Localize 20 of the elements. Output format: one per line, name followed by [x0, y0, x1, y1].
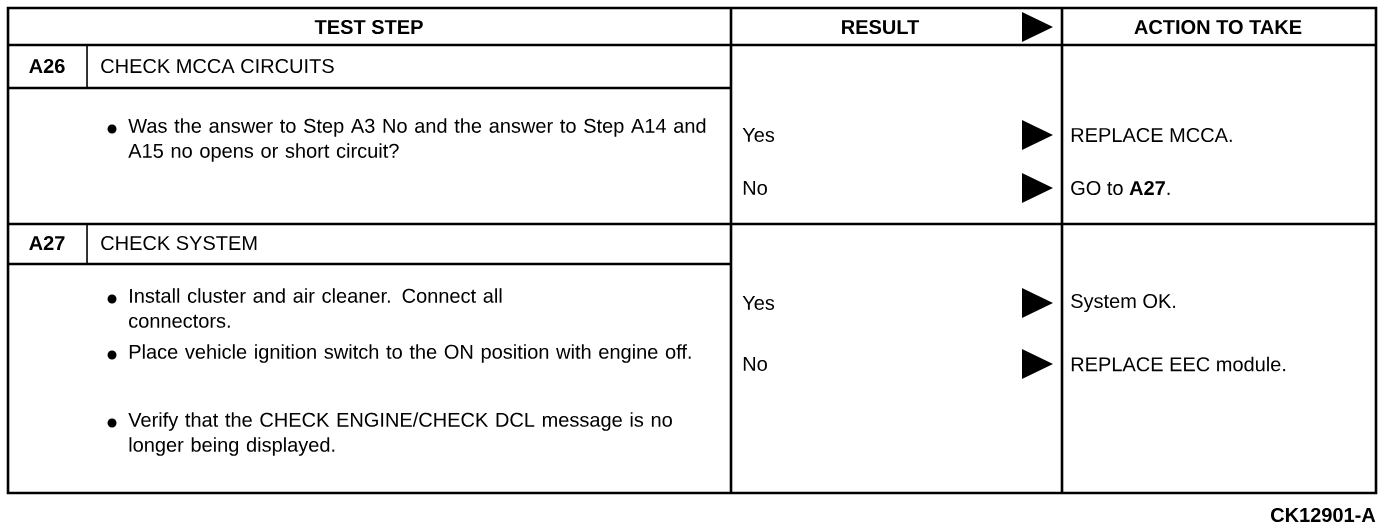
instruction-text: Install cluster and air cleaner. Connect all connectors.: [129, 288, 502, 328]
result-text: No: [743, 181, 767, 195]
instruction-text: Was the answer to Step A3 No and the answer to Step A14 and A15 no opens or short circuit?: [128, 118, 706, 162]
column-header: TEST STEP: [314, 19, 423, 35]
step-number: A27: [29, 236, 65, 250]
result-text: No: [743, 357, 767, 371]
step-title: CHECK MCCA CIRCUITS: [101, 58, 334, 74]
action-text: GO to A27.: [1071, 180, 1170, 196]
step-number: A26: [29, 58, 65, 74]
figure-code: CK12901-A: [1271, 507, 1376, 523]
action-text: System OK.: [1071, 293, 1176, 313]
result-text: Yes: [742, 128, 775, 142]
column-header: RESULT: [842, 19, 920, 35]
action-text: REPLACE MCCA.: [1071, 127, 1232, 143]
action-text: REPLACE EEC module.: [1071, 356, 1286, 372]
result-text: Yes: [742, 296, 775, 310]
instruction-text: Verify that the CHECK ENGINE/CHECK DCL message is no longer being displayed.: [128, 412, 672, 456]
column-header: ACTION TO TAKE: [1134, 19, 1302, 35]
step-title: CHECK SYSTEM: [101, 235, 257, 251]
instruction-text: Place vehicle ignition switch to the ON position with engine off.: [129, 344, 691, 363]
